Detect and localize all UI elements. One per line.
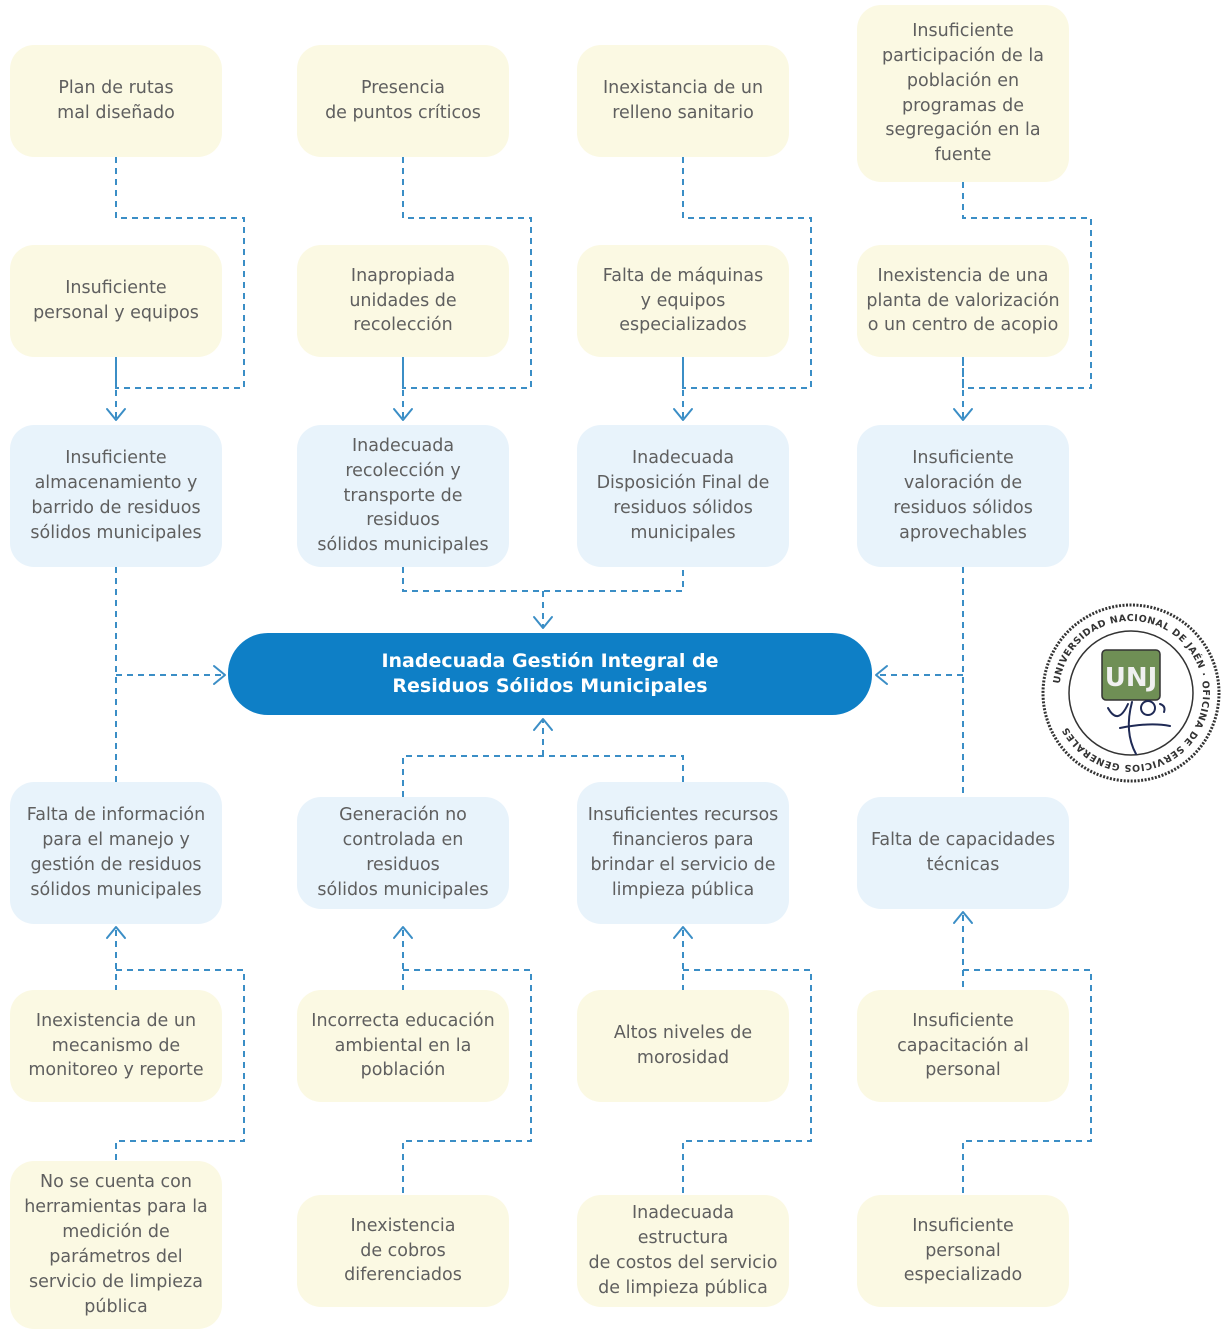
arrow-head-down <box>953 408 973 421</box>
cause-node: Inapropiada unidades de recolección <box>297 245 509 357</box>
arrow-head-left <box>875 665 888 685</box>
cause-node: No se cuenta con herramientas para la me… <box>10 1161 222 1329</box>
effect-node: Inadecuada Disposición Final de residuos… <box>577 425 789 567</box>
cause-node: Insuficiente personal especializado <box>857 1195 1069 1307</box>
cause-node: Inadecuada estructura de costos del serv… <box>577 1195 789 1307</box>
node-label: Insuficiente almacenamiento y barrido de… <box>30 448 202 543</box>
effect-node: Insuficiente valoración de residuos sóli… <box>857 425 1069 567</box>
connector <box>402 567 684 592</box>
arrow-head-up <box>953 911 973 924</box>
arrow-head-up <box>533 718 553 731</box>
signature-icon <box>1107 700 1171 755</box>
node-label: Incorrecta educación ambiental en la pob… <box>311 1010 495 1081</box>
cause-node: Plan de rutas mal diseñado <box>10 45 222 157</box>
node-label: Insuficiente valoración de residuos sóli… <box>893 448 1033 543</box>
arrow-head-up <box>673 926 693 939</box>
arrow-head-right <box>213 665 226 685</box>
cause-node: Incorrecta educación ambiental en la pob… <box>297 990 509 1102</box>
arrow-head-up <box>106 926 126 939</box>
node-label: Insuficiente personal y equipos <box>33 278 199 323</box>
connector <box>115 969 245 1161</box>
node-label: Altos niveles de morosidad <box>613 1023 753 1068</box>
cause-node: Inexistencia de una planta de valorizaci… <box>857 245 1069 357</box>
cause-node: Altos niveles de morosidad <box>577 990 789 1102</box>
node-label: Falta de máquinas y equipos especializad… <box>602 265 764 336</box>
central-problem: Inadecuada Gestión Integral de Residuos … <box>228 633 872 715</box>
cause-node: Presencia de puntos críticos <box>297 45 509 157</box>
cause-node: Insuficiente personal y equipos <box>10 245 222 357</box>
effect-node: Insuficientes recursos financieros para … <box>577 782 789 924</box>
cause-node: Inexistancia de un relleno sanitario <box>577 45 789 157</box>
svg-text:UNJ: UNJ <box>1105 663 1158 693</box>
effect-node: Falta de capacidades técnicas <box>857 797 1069 909</box>
node-label: Insuficientes recursos financieros para … <box>587 805 779 900</box>
cause-node: Inexistencia de cobros diferenciados <box>297 1195 509 1307</box>
node-label: Inexistencia de una planta de valorizaci… <box>866 265 1060 336</box>
node-label: Inexistencia de un mecanismo de monitore… <box>28 1010 204 1081</box>
arrow-head-down <box>673 408 693 421</box>
node-label: Plan de rutas mal diseñado <box>57 78 175 123</box>
node-label: Inadecuada recolección y transporte de r… <box>317 435 489 556</box>
arrow-head-up <box>393 926 413 939</box>
arrow-head-down <box>393 408 413 421</box>
node-label: Insuficiente capacitación al personal <box>897 1010 1029 1081</box>
node-label: Falta de información para el manejo y ge… <box>26 805 206 900</box>
arrow-head-down <box>106 408 126 421</box>
node-label: Insuficiente participación de la poblaci… <box>882 20 1044 166</box>
node-label: Falta de capacidades técnicas <box>870 830 1056 875</box>
connector <box>682 969 812 1195</box>
node-label: Inexistancia de un relleno sanitario <box>602 78 764 123</box>
seal-emblem-icon: UNJ <box>1101 649 1161 701</box>
node-label: Inexistencia de cobros diferenciados <box>344 1215 462 1286</box>
effect-node: Inadecuada recolección y transporte de r… <box>297 425 509 567</box>
cause-node: Insuficiente participación de la poblaci… <box>857 5 1069 182</box>
central-problem-label: Inadecuada Gestión Integral de Residuos … <box>381 650 719 697</box>
effect-node: Insuficiente almacenamiento y barrido de… <box>10 425 222 567</box>
arrow-head-down <box>533 616 553 629</box>
cause-node: Inexistencia de un mecanismo de monitore… <box>10 990 222 1102</box>
university-stamp: UNIVERSIDAD NACIONAL DE JAÉN · OFICINA D… <box>1041 603 1221 783</box>
cause-node: Falta de máquinas y equipos especializad… <box>577 245 789 357</box>
node-label: Insuficiente personal especializado <box>903 1215 1023 1286</box>
effect-node: Falta de información para el manejo y ge… <box>10 782 222 924</box>
connector <box>962 969 1092 1195</box>
node-label: Presencia de puntos críticos <box>325 78 481 123</box>
cause-node: Insuficiente capacitación al personal <box>857 990 1069 1102</box>
node-label: No se cuenta con herramientas para la me… <box>24 1172 208 1317</box>
node-label: Generación no controlada en residuos sól… <box>317 805 489 900</box>
node-label: Inadecuada Disposición Final de residuos… <box>596 448 770 543</box>
effect-node: Generación no controlada en residuos sól… <box>297 797 509 909</box>
node-label: Inadecuada estructura de costos del serv… <box>588 1203 778 1298</box>
connector <box>402 969 532 1195</box>
node-label: Inapropiada unidades de recolección <box>349 265 457 336</box>
